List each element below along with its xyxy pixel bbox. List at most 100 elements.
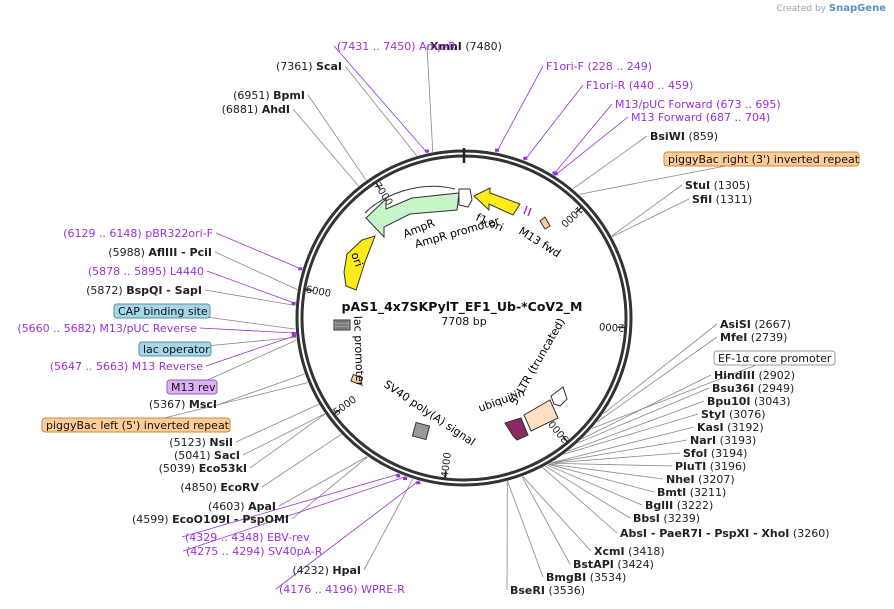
site-label[interactable]: (4232) HpaI bbox=[292, 564, 361, 577]
feature-f1ori-arrow bbox=[473, 187, 521, 216]
site-label[interactable]: BbsI (3239) bbox=[633, 512, 700, 525]
site-leader bbox=[545, 465, 631, 519]
site-label[interactable]: XmnI (7480) bbox=[430, 40, 502, 53]
site-leader bbox=[548, 463, 655, 493]
primer-leader bbox=[553, 103, 613, 175]
site-label[interactable]: (4603) ApaI bbox=[208, 500, 276, 513]
site-label[interactable]: SfiI (1311) bbox=[692, 193, 752, 206]
site-label[interactable]: BmgBI (3534) bbox=[546, 571, 626, 584]
primer-leader bbox=[181, 473, 400, 538]
site-pos: (5123) bbox=[169, 436, 206, 449]
site-leader bbox=[522, 476, 592, 552]
site-name: AbsI - PaeR7I - PspXI - XhoI bbox=[620, 527, 789, 540]
feature-ampr-promoter bbox=[458, 188, 473, 208]
site-leader bbox=[344, 65, 418, 156]
site-pos: (2739) bbox=[751, 331, 788, 344]
primer-name: SV40pA-R bbox=[268, 545, 323, 558]
primer-name: M13/pUC Forward bbox=[615, 98, 713, 111]
site-label[interactable]: (5039) Eco53kI bbox=[159, 462, 247, 475]
site-label[interactable]: PluTI (3196) bbox=[675, 460, 746, 473]
site-label[interactable]: Bpu10I (3043) bbox=[707, 395, 791, 408]
site-label[interactable]: (6881) AhdI bbox=[222, 103, 290, 116]
primer-label[interactable]: M13 Forward (687 .. 704) bbox=[631, 111, 770, 124]
site-pos: (3211) bbox=[690, 486, 727, 499]
site-label[interactable]: BmtI (3211) bbox=[657, 486, 726, 499]
primer-marker bbox=[523, 156, 528, 160]
site-label[interactable]: StuI (1305) bbox=[685, 179, 750, 192]
site-label[interactable]: BseRI (3536) bbox=[510, 584, 585, 597]
site-label[interactable]: KasI (3192) bbox=[697, 421, 764, 434]
site-pos: (2667) bbox=[754, 318, 791, 331]
primer-name: L4440 bbox=[170, 265, 204, 278]
site-name: BmtI bbox=[657, 486, 686, 499]
box-leader bbox=[591, 357, 775, 429]
site-name: AhdI bbox=[262, 103, 290, 116]
site-label[interactable]: (4850) EcoRV bbox=[180, 481, 259, 494]
primer-leader bbox=[205, 334, 297, 367]
site-label[interactable]: AbsI - PaeR7I - PspXI - XhoI (3260) bbox=[620, 527, 829, 540]
primer-label[interactable]: (4275 .. 4294) SV40pA-R bbox=[186, 545, 323, 558]
site-label[interactable]: (5123) NsiI bbox=[169, 436, 233, 449]
site-label[interactable]: BsiWI (859) bbox=[650, 130, 718, 143]
site-pos: (3043) bbox=[754, 395, 791, 408]
site-pos: (7480) bbox=[465, 40, 502, 53]
primer-label[interactable]: (5647 .. 5663) M13 Reverse bbox=[50, 360, 203, 373]
site-leader bbox=[611, 184, 683, 237]
tick-3000 bbox=[562, 435, 569, 443]
primer-label[interactable]: (4176 .. 4196) WPRE-R bbox=[279, 583, 405, 596]
primer-name: WPRE-R bbox=[361, 583, 405, 596]
site-label[interactable]: (5872) BspQI - SapI bbox=[86, 284, 202, 297]
site-leader bbox=[521, 476, 571, 565]
site-label[interactable]: (5988) AflIII - PciI bbox=[108, 246, 212, 259]
label-m13fwd: M13 fwd bbox=[516, 225, 562, 261]
feature-box[interactable] bbox=[113, 303, 211, 319]
primer-label[interactable]: (6129 .. 6148) pBR322ori-F bbox=[63, 227, 213, 240]
feature-box[interactable] bbox=[713, 350, 836, 366]
primer-label[interactable]: F1ori-F (228 .. 249) bbox=[546, 60, 652, 73]
feature-box[interactable] bbox=[138, 341, 212, 357]
site-label[interactable]: (4599) EcoO109I - PspOMI bbox=[132, 513, 289, 526]
primer-label[interactable]: F1ori-R (440 .. 459) bbox=[586, 79, 693, 92]
site-label[interactable]: (5367) MscI bbox=[149, 398, 217, 411]
primer-label[interactable]: M13/pUC Forward (673 .. 695) bbox=[615, 98, 781, 111]
feature-box[interactable] bbox=[41, 417, 231, 433]
site-leader bbox=[577, 387, 710, 444]
site-leader bbox=[550, 426, 695, 464]
primer-label[interactable]: (5878 .. 5895) L4440 bbox=[88, 265, 204, 278]
site-pos: (3194) bbox=[711, 447, 748, 460]
site-name: BpmI bbox=[273, 89, 305, 102]
site-label[interactable]: (5041) SacI bbox=[174, 449, 240, 462]
site-leader bbox=[219, 373, 305, 405]
site-leader bbox=[542, 467, 618, 534]
primer-marker bbox=[291, 331, 296, 335]
site-label[interactable]: (6951) BpmI bbox=[233, 89, 305, 102]
primer-range: (4176 .. 4196) bbox=[279, 583, 358, 596]
site-leader bbox=[550, 439, 688, 464]
feature-box[interactable] bbox=[166, 379, 218, 395]
feature-box[interactable] bbox=[663, 151, 860, 167]
site-label[interactable]: BglII (3222) bbox=[645, 499, 713, 512]
site-label[interactable]: SfoI (3194) bbox=[683, 447, 747, 460]
primer-range: (5647 .. 5663) bbox=[50, 360, 129, 373]
site-name: Bpu10I bbox=[707, 395, 751, 408]
primer-label[interactable]: (5660 .. 5682) M13/pUC Reverse bbox=[17, 322, 197, 335]
primer-leader bbox=[199, 327, 296, 334]
primer-marker bbox=[494, 148, 499, 152]
site-label[interactable]: NheI (3207) bbox=[666, 473, 735, 486]
site-label[interactable]: AsiSI (2667) bbox=[720, 318, 791, 331]
primer-name: M13 Reverse bbox=[132, 360, 203, 373]
site-label[interactable]: (7361) ScaI bbox=[276, 60, 342, 73]
primer-name: M13 Forward bbox=[631, 111, 702, 124]
site-label[interactable]: HindIII (2902) bbox=[714, 369, 795, 382]
site-label[interactable]: MfeI (2739) bbox=[720, 331, 787, 344]
site-label[interactable]: XcmI (3418) bbox=[594, 545, 665, 558]
site-label[interactable]: NarI (3193) bbox=[690, 434, 756, 447]
site-label[interactable]: StyI (3076) bbox=[701, 408, 766, 421]
site-leader bbox=[572, 135, 648, 190]
site-label[interactable]: BstAPI (3424) bbox=[573, 558, 654, 571]
site-label[interactable]: Bsu36I (2949) bbox=[712, 382, 794, 395]
primer-label[interactable]: (4329 .. 4348) EBV-rev bbox=[185, 531, 310, 544]
primer-label[interactable]: (7431 .. 7450) Amp-R bbox=[337, 40, 456, 53]
primer-leader bbox=[554, 116, 629, 176]
